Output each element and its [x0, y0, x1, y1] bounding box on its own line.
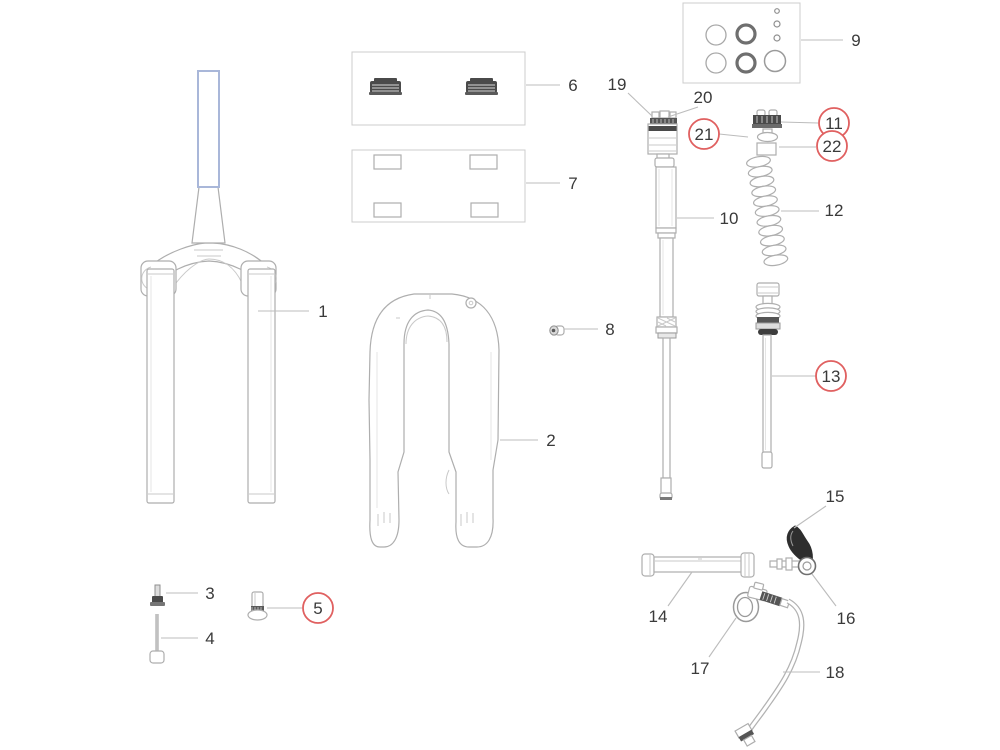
svg-text:19: 19 [608, 75, 627, 94]
decal-kit-box-part6 [351, 51, 526, 126]
part-label-4: 4 [205, 629, 214, 648]
spacer-block-part22 [756, 142, 777, 156]
svg-text:18: 18 [826, 663, 845, 682]
svg-text:12: 12 [825, 201, 844, 220]
steerer-tube [197, 70, 220, 188]
part-label-8: 8 [605, 320, 614, 339]
qr-skewer-lever [769, 525, 817, 576]
svg-text:22: 22 [823, 137, 842, 156]
part-label-21[interactable]: 21 [688, 118, 720, 150]
crown-steerer-upper-assembly [140, 70, 277, 504]
decal-dark-right [465, 78, 498, 95]
decal-kit-box-part7 [351, 149, 526, 223]
svg-text:5: 5 [313, 599, 322, 618]
coil-spring-part12 [746, 155, 789, 267]
part-label-19: 19 [608, 75, 627, 94]
spring-shaft-part13 [755, 282, 781, 469]
tiny-bolt-part8 [549, 325, 565, 336]
small-bolt-part3 [150, 584, 165, 606]
part-labels: 1 2 3 4 5 6 7 8 9 10 11 12 13 14 [205, 31, 860, 682]
part-label-17: 17 [691, 659, 710, 678]
svg-text:3: 3 [205, 584, 214, 603]
part-label-11[interactable]: 11 [818, 107, 850, 139]
svg-text:1: 1 [318, 302, 327, 321]
svg-text:11: 11 [825, 114, 843, 133]
part-label-7: 7 [568, 174, 577, 193]
svg-text:8: 8 [605, 320, 614, 339]
seal-kit-box-part9 [682, 2, 801, 84]
remote-hose-part18 [734, 598, 805, 747]
part-label-3: 3 [205, 584, 214, 603]
svg-text:21: 21 [695, 125, 714, 144]
flanged-bolt-part5 [247, 591, 268, 621]
part-label-10: 10 [720, 209, 739, 228]
part-label-5[interactable]: 5 [302, 592, 334, 624]
part-label-18: 18 [826, 663, 845, 682]
part-label-12: 12 [825, 201, 844, 220]
part-label-1: 1 [318, 302, 327, 321]
hose-barrel [759, 591, 791, 609]
part-label-14: 14 [649, 607, 668, 626]
part-label-2: 2 [546, 431, 555, 450]
hose-end-fitting [734, 722, 756, 747]
part-label-9: 9 [851, 31, 860, 50]
svg-text:16: 16 [837, 609, 856, 628]
spring-top-cap-part11 [752, 109, 782, 128]
lower-leg-assembly [368, 293, 500, 548]
part-label-13[interactable]: 13 [815, 360, 847, 392]
svg-text:7: 7 [568, 174, 577, 193]
part-label-20: 20 [694, 88, 713, 107]
part-label-22[interactable]: 22 [816, 130, 848, 162]
svg-text:13: 13 [822, 367, 841, 386]
damper-assembly [647, 110, 678, 500]
thru-axle-part14 [641, 552, 755, 578]
svg-text:15: 15 [826, 487, 845, 506]
spacer-clip-part21 [756, 128, 779, 143]
svg-text:6: 6 [568, 76, 577, 95]
svg-text:20: 20 [694, 88, 713, 107]
svg-text:10: 10 [720, 209, 739, 228]
part-label-16: 16 [837, 609, 856, 628]
svg-text:9: 9 [851, 31, 860, 50]
part-label-15: 15 [826, 487, 845, 506]
svg-text:2: 2 [546, 431, 555, 450]
svg-text:17: 17 [691, 659, 710, 678]
long-shaft-part4 [149, 614, 165, 664]
decal-dark-left [369, 78, 402, 95]
leader-lines [161, 39, 843, 673]
svg-text:4: 4 [205, 629, 214, 648]
part-label-6: 6 [568, 76, 577, 95]
remote-lockout-part17 [732, 581, 791, 623]
svg-text:14: 14 [649, 607, 668, 626]
